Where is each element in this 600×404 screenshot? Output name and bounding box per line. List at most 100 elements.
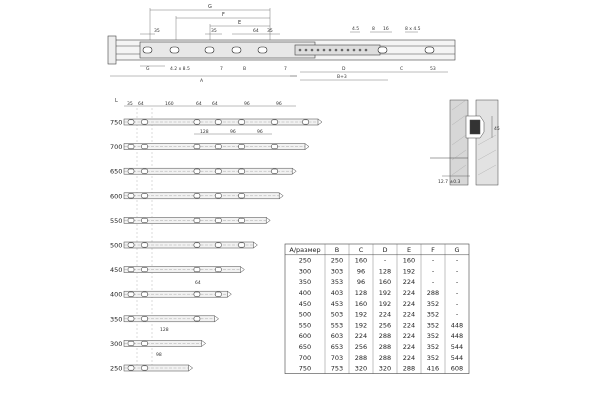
table-cell: 224 [403,300,415,308]
table-cell: 192 [355,311,367,319]
rail-tip [253,241,258,249]
mount-hole [238,193,245,199]
table-cell: 224 [403,311,415,319]
mount-hole [127,340,135,346]
rail-tip [227,291,232,298]
mount-hole [127,193,135,199]
table-cell: 352 [427,354,439,362]
mount-hole [127,119,135,125]
mount-hole [238,242,245,248]
table-cell: 503 [331,311,343,319]
mount-hole [215,217,222,223]
table-cell: 400 [299,289,311,297]
mount-hole [193,168,201,174]
rail-tip [266,217,271,224]
rail-row: 250 [110,365,194,373]
table-cell: 350 [299,278,311,286]
table-cell: 450 [299,300,311,308]
mount-hole [193,267,201,273]
table-cell: 256 [379,321,391,329]
grid-L-label: L [115,98,118,104]
table-cell: 128 [355,289,367,297]
table-cell: 750 [299,365,311,373]
mount-hole [302,119,309,125]
mount-hole [127,217,135,223]
drawer-side [475,99,499,186]
table-cell: 288 [427,289,439,297]
dim-label-8x45: 8 x 4.5 [405,26,421,32]
mount-hole [127,291,135,297]
table-cell: 288 [379,343,391,351]
table-cell: 653 [331,343,343,351]
dim-label-64: 64 [253,28,259,34]
table-cell: 288 [403,365,415,373]
table-cell: 160 [403,257,415,265]
table-cell: 224 [355,332,367,340]
dim-label-7b: 7 [284,66,287,72]
top-dimension-labels: G F E 35 35 64 35 4.5 8 16 8 x 4.5 G 4.2… [146,4,436,84]
table-header-cell: D [382,246,387,254]
table-cell: 256 [355,343,367,351]
mount-hole [141,365,148,371]
cabinet-wall [449,99,469,186]
rail-tip [317,118,323,126]
rail-length-label: 650 [110,168,122,176]
mount-hole [127,242,135,248]
table-header-cell: F [431,246,435,254]
dim-label-B3: B+3 [337,74,347,80]
dim-label-B-low: B [243,66,246,72]
table-header-cell: C [359,246,364,254]
table-cell: 288 [379,354,391,362]
dim-label-E: E [238,20,241,26]
dim-label-53: 53 [430,66,436,72]
table-cell: 192 [355,321,367,329]
mount-hole [215,119,222,125]
dim-label-A: A [200,78,204,84]
table-cell: 250 [331,257,343,265]
grid-top-dimensions: 35 64 160 64 64 96 96 128 96 96 [124,101,296,135]
rail-row: 500 [110,241,258,250]
rail-length-label: 300 [110,340,122,348]
mount-hole [238,217,245,223]
table-cell: - [456,311,459,319]
inline-dim-250: 98 [156,352,162,358]
table-cell: - [456,289,459,297]
table-cell: 160 [355,300,367,308]
rail-length-label: 400 [110,291,122,299]
mount-hole [215,267,222,273]
section-dim-top: 12.7 ±0.3 [438,179,461,185]
dim-label-35b: 35 [211,28,217,34]
rail-length-label: 550 [110,217,122,225]
dim-label-G: G [208,4,212,10]
mount-hole [215,242,222,248]
rail-row: 650 [110,168,297,176]
mount-hole [193,217,201,223]
table-cell: 448 [451,332,463,340]
slide-top-view [107,8,456,81]
slide-core [469,119,481,135]
rail-length-label: 700 [110,143,122,151]
mount-hole [127,267,135,273]
table-cell: 320 [355,365,367,373]
table-cell: 353 [331,278,343,286]
table-cell: 448 [451,321,463,329]
table-cell: 352 [427,311,439,319]
rail-row: 750 [110,118,323,127]
table-cell: 128 [379,267,391,275]
table-header-cell: G [454,246,459,254]
dim-label-hole: 4.2 x 8.5 [170,66,190,72]
rail-length-label: 250 [110,365,122,373]
dim-label-16: 16 [383,26,389,32]
rail-tip [214,315,220,322]
mount-hole [271,119,278,125]
rail-row: 400 [110,291,232,299]
table-cell: 500 [299,311,311,319]
table-cell: - [384,257,387,265]
rail-tip [279,192,284,199]
table-cell: 288 [379,332,391,340]
